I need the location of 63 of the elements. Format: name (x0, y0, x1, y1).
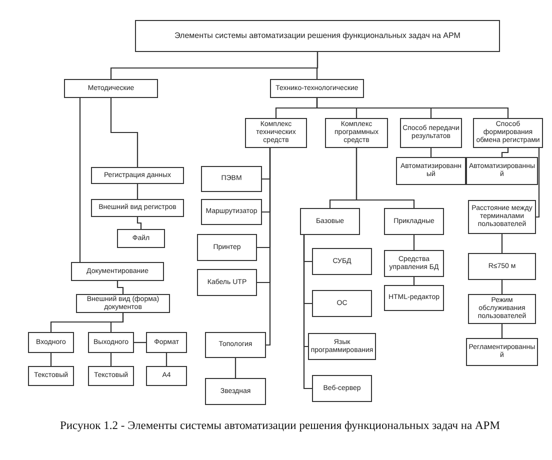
connector-line (413, 277, 415, 285)
process-box (245, 118, 307, 148)
process-box (135, 20, 500, 52)
connector-line (110, 353, 112, 366)
process-box (28, 366, 74, 386)
connector-line (110, 98, 138, 167)
process-box (205, 378, 266, 405)
connector-line (430, 148, 432, 157)
process-box (466, 338, 538, 366)
connector-line (536, 148, 540, 218)
connector-line (501, 280, 503, 294)
process-box (64, 79, 158, 98)
process-box (384, 285, 444, 311)
process-box (88, 332, 134, 353)
connector-line (234, 358, 236, 378)
box-label: Элементы системы автоматизации решения функциональных задач на АРМ (174, 32, 460, 40)
process-box (201, 199, 262, 225)
process-box (384, 208, 444, 235)
process-box (91, 167, 184, 184)
connector-line (79, 98, 81, 262)
process-box (88, 366, 134, 386)
connector-line (303, 235, 312, 390)
process-box (312, 290, 372, 317)
process-box (466, 157, 538, 185)
process-box (91, 199, 184, 217)
connector-line (110, 313, 124, 332)
connector-line (266, 148, 271, 346)
process-box (76, 294, 170, 313)
connector-line (166, 353, 168, 366)
connector-line (356, 148, 415, 208)
process-box (146, 332, 187, 353)
connector-line (116, 281, 124, 294)
connector-line (50, 353, 52, 366)
connector-line (136, 184, 138, 199)
process-box (468, 200, 536, 234)
process-box (197, 234, 257, 261)
process-box (71, 262, 164, 281)
process-box (396, 157, 466, 185)
process-box (312, 375, 372, 402)
connector-line (501, 148, 509, 157)
process-box (312, 248, 372, 275)
process-box (468, 294, 536, 324)
connector-line (316, 52, 318, 79)
connector-line (413, 235, 415, 250)
process-box (270, 79, 364, 98)
process-box (197, 269, 257, 296)
process-box (201, 166, 262, 192)
process-box (325, 118, 388, 148)
process-box (117, 229, 165, 248)
process-box (28, 332, 74, 353)
connector-line (134, 342, 146, 344)
connector-line (136, 217, 142, 229)
connector-line (501, 324, 503, 338)
process-box (308, 333, 376, 360)
process-box (468, 253, 536, 280)
connector-line (316, 98, 509, 118)
process-box (400, 118, 462, 148)
figure-caption: Рисунок 1.2 - Элементы системы автоматизации решения функциональных задач на АРМ (60, 420, 501, 432)
process-box (146, 366, 187, 386)
connector-line (501, 234, 503, 253)
process-box (384, 250, 444, 277)
process-box (205, 332, 266, 358)
process-box (300, 208, 360, 235)
